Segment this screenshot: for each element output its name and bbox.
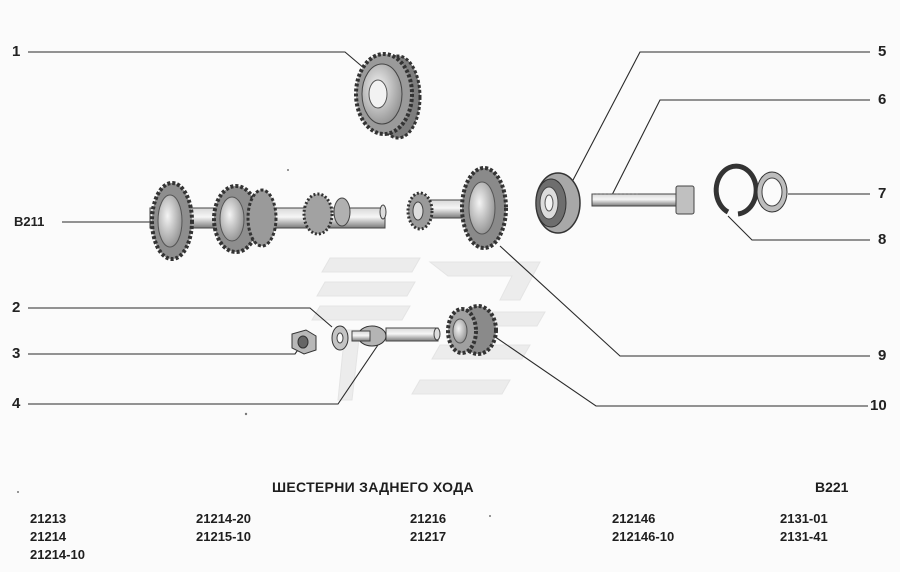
model-number: 21215-10 [196,529,251,544]
callout-6: 6 [878,91,887,108]
model-list-col-5: 2131-01 2131-41 [780,510,828,546]
callout-3: 3 [12,345,21,362]
part-2-washer [331,325,349,351]
part-6-bolt [591,185,695,215]
part-1-double-gear [354,52,422,140]
model-list-col-3: 21216 21217 [410,510,446,546]
model-number: 21214-20 [196,511,251,526]
leader-1 [28,51,379,81]
model-number: 21216 [410,511,447,526]
callout-7: 7 [878,185,887,202]
model-list-col-1: 21213 21214 21214-10 [30,510,85,564]
leader-4 [28,341,381,405]
part-4-axle [351,325,441,347]
model-number: 21214-10 [30,547,85,562]
leader-5 [571,51,870,183]
part-7-washer [756,171,788,213]
callout-5: 5 [878,43,887,60]
model-number: 2131-41 [780,529,828,544]
callout-9: 9 [878,347,887,364]
model-number: 21217 [410,529,447,544]
model-number: 21214 [30,529,67,544]
leader-10 [487,331,868,407]
model-number: 21213 [30,511,67,526]
part-5-ball-bearing [535,172,581,234]
part-9-reverse-gear [406,166,508,250]
model-list-col-4: 212146 212146-10 [612,510,674,546]
diagram-title: ШЕСТЕРНИ ЗАДНЕГО ХОДА [272,479,474,495]
model-number: 212146 [612,511,656,526]
part-8-snap-ring [713,163,759,217]
leader-8 [727,215,870,241]
part-10-idler-gear [446,304,498,356]
shaft-assembly-b211 [149,181,387,261]
section-code: B221 [815,479,849,495]
model-number: 2131-01 [780,511,828,526]
callout-1: 1 [12,43,21,60]
leader-6 [611,99,870,196]
callout-4: 4 [12,395,21,412]
callout-10: 10 [870,397,887,414]
leader-2 [28,307,333,328]
model-list-col-2: 21214-20 21215-10 [196,510,251,546]
part-3-nut [291,329,317,355]
scan-specks [17,169,491,517]
callout-2: 2 [12,299,21,316]
model-number: 212146-10 [612,529,675,544]
callout-8: 8 [878,231,887,248]
leader-3 [28,343,303,355]
callout-b211: B211 [14,214,45,229]
leader-9 [499,245,870,357]
leader-lines [28,51,870,407]
